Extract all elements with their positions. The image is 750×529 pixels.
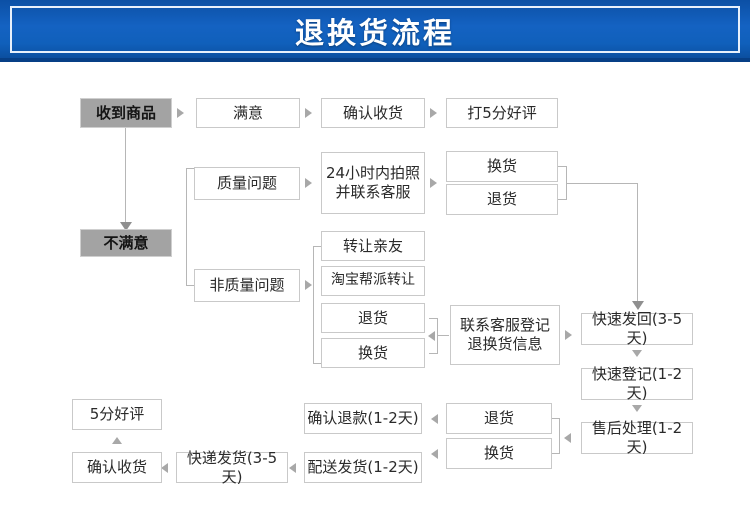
bracket-unsatisfied-top-stub xyxy=(186,168,194,169)
node-exchange-mid[interactable]: 换货 xyxy=(321,338,425,368)
node-express-ship[interactable]: 快递发货(3-5天) xyxy=(176,449,288,486)
node-fast-register[interactable]: 快速登记(1-2天) xyxy=(581,365,693,402)
node-confirm-refund[interactable]: 确认退款(1-2天) xyxy=(304,403,422,434)
bracket-nonquality-bottom-stub xyxy=(313,363,321,364)
arrow-register-to-send-back xyxy=(565,330,572,340)
node-contact-service-register[interactable]: 联系客服登记 退换货信息 xyxy=(450,305,560,365)
bracket-unsatisfied-bottom-stub xyxy=(186,285,194,286)
arrow-confirm-to-rating xyxy=(430,108,437,118)
line-received-to-unsatisfied xyxy=(125,128,126,224)
line-register-left-stub xyxy=(437,335,449,336)
node-unsatisfied[interactable]: 不满意 xyxy=(80,229,172,257)
arrow-register-to-aftersales xyxy=(632,405,642,412)
arrow-aftersales-to-bottom-options xyxy=(564,433,571,443)
page-title: 退换货流程 xyxy=(294,16,455,50)
arrow-satisfied-to-confirm xyxy=(305,108,312,118)
node-quality-issue[interactable]: 质量问题 xyxy=(194,167,300,200)
arrow-confirm-to-rating-bottom xyxy=(112,437,122,444)
arrow-express-to-confirm xyxy=(161,463,168,473)
bracket-unsatisfied-vertical xyxy=(186,168,187,286)
line-right-down-to-sendback xyxy=(637,183,638,303)
node-confirm-receipt-top[interactable]: 确认收货 xyxy=(321,98,425,128)
node-photo-contact-service[interactable]: 24小时内拍照 并联系客服 xyxy=(321,152,425,214)
bracket-register-mid-exchange-stub xyxy=(429,353,438,354)
node-taobao-group-transfer[interactable]: 淘宝帮派转让 xyxy=(321,266,425,296)
bracket-register-mid-return-stub xyxy=(429,318,438,319)
bracket-bottom-options-vertical xyxy=(559,418,560,453)
bracket-nonquality-top-stub xyxy=(313,246,321,247)
page-header-banner: 退换货流程 xyxy=(0,0,750,62)
arrow-quality-to-photo xyxy=(305,178,312,188)
node-five-star-rating-bottom[interactable]: 5分好评 xyxy=(72,399,162,430)
arrow-down-to-unsatisfied xyxy=(120,222,132,231)
arrow-return-to-refund xyxy=(431,414,438,424)
arrow-sendback-to-register xyxy=(632,350,642,357)
node-fast-send-back[interactable]: 快速发回(3-5天) xyxy=(581,310,693,347)
arrow-photo-to-options xyxy=(430,178,437,188)
bracket-bottom-return-stub xyxy=(551,418,560,419)
node-delivery-ship[interactable]: 配送发货(1-2天) xyxy=(304,452,422,483)
arrow-nonquality-to-options xyxy=(305,280,312,290)
node-five-star-rating-top[interactable]: 打5分好评 xyxy=(446,98,558,128)
bracket-exchange-stub xyxy=(558,166,567,167)
bracket-nonquality-vertical xyxy=(313,246,314,364)
node-return-bottom[interactable]: 退货 xyxy=(446,403,552,434)
banner-inner-border xyxy=(10,6,740,53)
arrow-exchange-to-delivery xyxy=(431,449,438,459)
node-satisfied[interactable]: 满意 xyxy=(196,98,300,128)
node-return-top[interactable]: 退货 xyxy=(446,184,558,215)
banner-bottom-rule xyxy=(0,58,750,62)
line-options-to-right xyxy=(566,183,638,184)
node-non-quality-issue[interactable]: 非质量问题 xyxy=(194,269,300,302)
node-confirm-receipt-bottom[interactable]: 确认收货 xyxy=(72,452,162,483)
bracket-return-stub xyxy=(558,199,567,200)
node-transfer-to-friend[interactable]: 转让亲友 xyxy=(321,231,425,261)
arrow-received-to-satisfied xyxy=(177,108,184,118)
arrow-down-to-fast-send-back xyxy=(632,301,644,310)
node-return-mid[interactable]: 退货 xyxy=(321,303,425,333)
node-exchange-bottom[interactable]: 换货 xyxy=(446,438,552,469)
node-after-sales-process[interactable]: 售后处理(1-2天) xyxy=(581,419,693,456)
node-received-goods[interactable]: 收到商品 xyxy=(80,98,172,128)
arrow-delivery-to-express xyxy=(289,463,296,473)
bracket-bottom-exchange-stub xyxy=(551,453,560,454)
arrow-register-to-mid-options xyxy=(428,331,435,341)
node-exchange-top[interactable]: 换货 xyxy=(446,151,558,182)
